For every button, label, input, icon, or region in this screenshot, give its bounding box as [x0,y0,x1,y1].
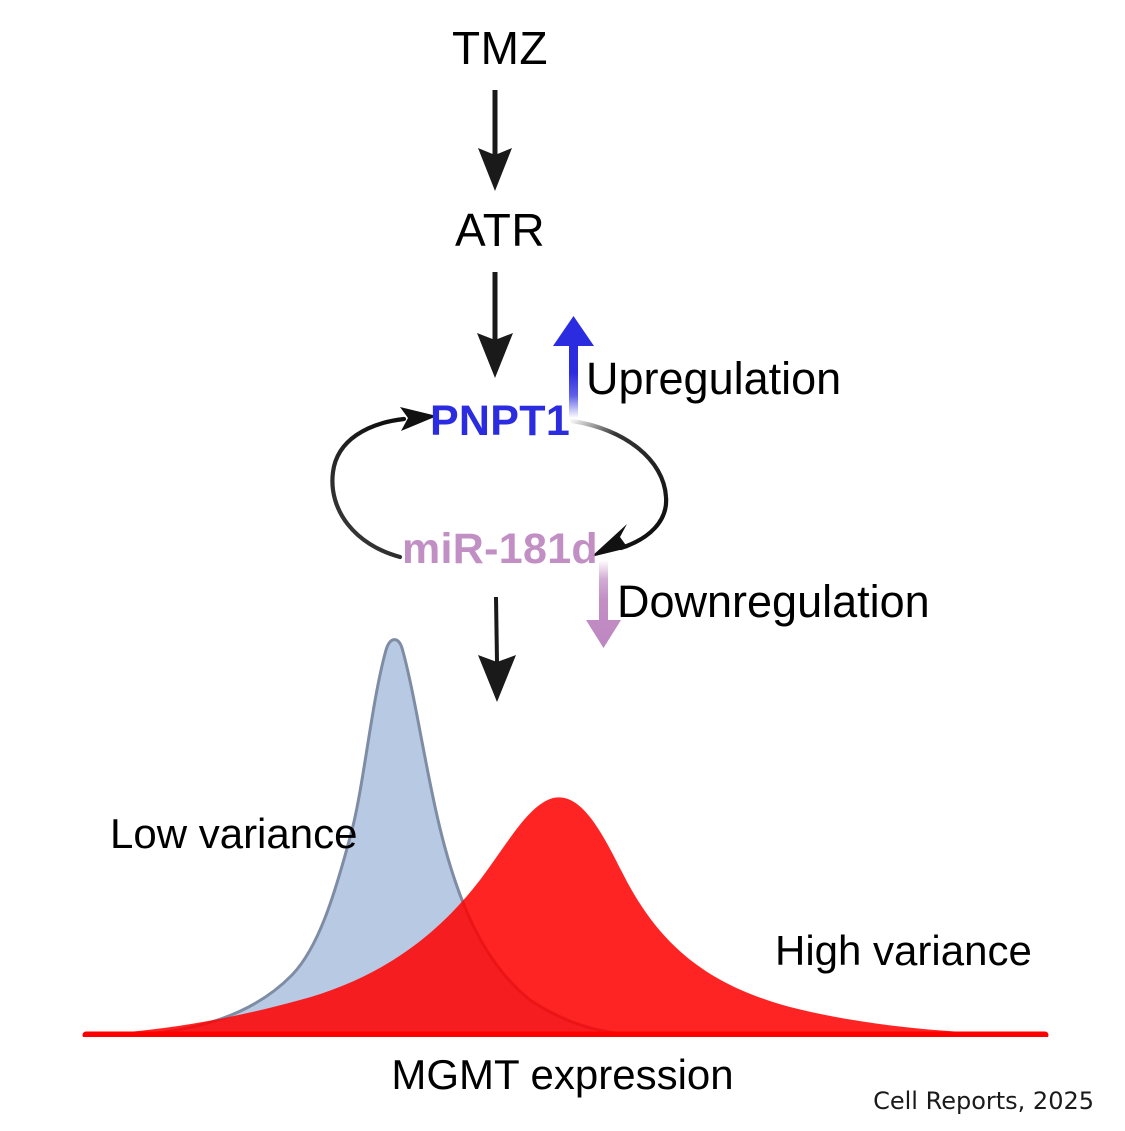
node-label-pnpt1: PNPT1 [429,397,571,445]
arrow-tmz-to-atr [478,90,512,191]
node-label-mir-181d: miR-181d [402,525,598,573]
distribution-plot [82,638,1049,1037]
feedback-arrow-mir-to-pnpt1 [330,407,437,560]
node-label-atr: ATR [454,204,546,256]
x-axis-label: MGMT expression [391,1051,734,1098]
source-credit: Cell Reports, 2025 [873,1087,1094,1115]
feedback-arrow-pnpt1-to-mir [569,418,669,557]
curve-high-variance [86,797,1045,1035]
downregulation-label: Downregulation [617,576,930,627]
upregulation-label: Upregulation [586,353,842,404]
arrow-mir-to-distribution [478,596,516,702]
node-label-tmz: TMZ [451,22,548,74]
low-variance-annotation: Low variance [110,810,358,857]
upregulation-arrow-icon [553,316,594,418]
arrow-atr-to-pnpt1 [477,272,513,378]
high-variance-annotation: High variance [775,927,1032,974]
downregulation-arrow-icon [586,560,621,648]
